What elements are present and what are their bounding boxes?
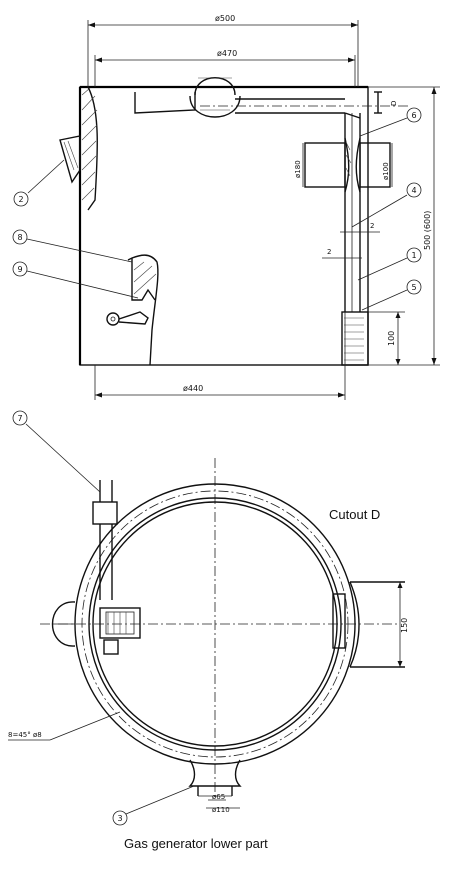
svg-text:4: 4 (411, 186, 416, 195)
thickness-label-b: 2 (327, 248, 331, 256)
svg-text:7: 7 (17, 414, 22, 423)
svg-text:8: 8 (17, 233, 22, 242)
cutout-label: Cutout D (329, 507, 380, 522)
inlet-nozzle (59, 135, 81, 184)
dim-500-600: 500 (600) (423, 211, 432, 250)
svg-text:1: 1 (411, 251, 416, 260)
pitch-circle (81, 490, 349, 758)
dim-440: ø440 (183, 384, 203, 393)
balloon-7 (12, 410, 28, 426)
svg-text:9: 9 (17, 265, 22, 274)
balloon-1 (406, 247, 422, 263)
svg-text:5: 5 (411, 283, 416, 292)
weld-note: 8=45° ø8 (8, 731, 42, 739)
plan-view: 150 ø65 ø110 8=45° ø8 Cutout D (8, 458, 409, 814)
balloon-4 (406, 182, 422, 198)
left-dome (51, 601, 76, 647)
bottom-nozzle: ø65 ø110 (188, 759, 242, 814)
svg-text:3: 3 (117, 814, 122, 823)
svg-text:6: 6 (411, 111, 416, 120)
balloon-2 (13, 191, 29, 207)
top-pipe (134, 77, 410, 118)
nozzle-180 (304, 137, 391, 193)
dim-500: ø500 (215, 14, 235, 23)
balloon-9 (12, 261, 28, 277)
elevation-view: D 2 2 (59, 77, 410, 366)
dim-110: ø110 (212, 806, 230, 814)
elevation-dimensions: ø500 ø470 ø440 500 (600) 100 ø180 ø100 (87, 14, 440, 400)
dim-65: ø65 (212, 793, 225, 801)
drawing-caption: Gas generator lower part (124, 836, 268, 851)
inner-section (106, 254, 159, 366)
balloon-8 (12, 229, 28, 245)
dim-470: ø470 (217, 49, 237, 58)
cut-label-d: D (390, 101, 398, 106)
body-outline (79, 86, 369, 366)
dim-150: 150 (400, 618, 409, 633)
dim-180: ø180 (294, 160, 302, 178)
right-nozzle: 150 (332, 581, 409, 668)
inner-fitting (99, 607, 141, 655)
vertical-pipe (344, 112, 361, 312)
balloon-3 (112, 810, 128, 826)
elevation-balloons: 2 8 9 6 4 1 5 (12, 107, 422, 311)
bottom-block (341, 311, 369, 366)
thickness-label-a: 2 (370, 222, 374, 230)
dim-100-height: 100 (387, 331, 396, 346)
svg-text:2: 2 (18, 195, 23, 204)
vertical-stub (92, 480, 118, 600)
plan-balloons: 7 3 (12, 410, 195, 826)
balloon-5 (406, 279, 422, 295)
balloon-6 (406, 107, 422, 123)
left-wall-section (87, 86, 98, 211)
dim-100-diameter: ø100 (382, 162, 390, 180)
inner-ring (88, 497, 342, 751)
